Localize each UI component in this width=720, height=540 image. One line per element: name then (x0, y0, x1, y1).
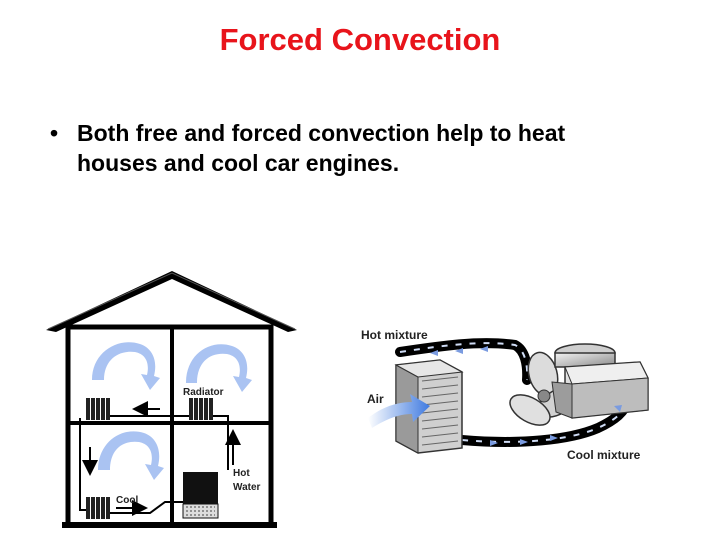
house-diagram: Radiator Hot Water Cool (46, 271, 297, 528)
cool-mixture-label: Cool mixture (567, 448, 641, 462)
engine-diagram: Hot mixture Air Cool mixture (361, 328, 649, 462)
radiator-icon (86, 398, 110, 420)
hot-label: Hot (233, 468, 250, 479)
bullet-dot: • (50, 120, 59, 146)
air-label: Air (367, 392, 384, 406)
air-arrow-icon (368, 394, 430, 428)
radiator-icon (86, 497, 110, 519)
radiator-icon (189, 398, 213, 420)
convection-arrow-icon (186, 344, 252, 392)
bullet-point: • Both free and forced convection help t… (50, 118, 650, 178)
boiler-icon (182, 472, 219, 519)
house-roof (46, 271, 297, 332)
water-label: Water (233, 482, 261, 493)
hot-mixture-label: Hot mixture (361, 328, 428, 342)
coolant-flow-markers (399, 342, 630, 443)
engine-block-icon (551, 343, 649, 419)
slide-title: Forced Convection (219, 22, 501, 57)
radiator-label: Radiator (183, 387, 224, 398)
cool-label: Cool (116, 495, 138, 506)
bullet-text: Both free and forced convection help to … (77, 120, 566, 176)
coolant-arrow-icons (430, 346, 622, 446)
convection-arrow-icon (98, 431, 164, 480)
convection-arrow-icon (92, 342, 160, 390)
water-pipes (79, 415, 229, 514)
